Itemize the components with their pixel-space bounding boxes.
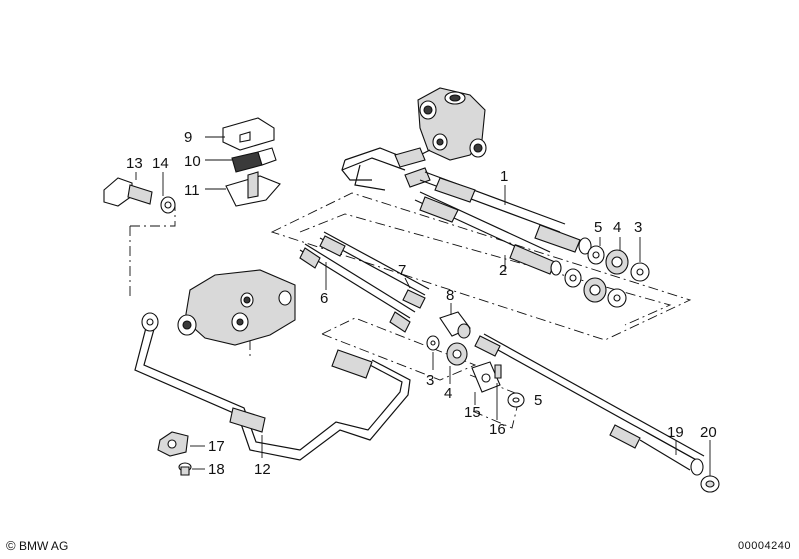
callout-9: 9	[184, 129, 192, 146]
callout-20: 20	[700, 424, 717, 441]
clip-parts-9-11	[205, 117, 281, 207]
brake-lines-6-7	[299, 231, 430, 333]
callout-5: 5	[594, 219, 602, 236]
callout-4: 4	[613, 219, 621, 236]
copyright-icon: ©	[6, 538, 16, 553]
callout-15: 15	[464, 404, 481, 421]
copyright-text: BMW AG	[18, 539, 69, 553]
callout-11: 11	[184, 182, 200, 199]
callout-5-lower: 5	[534, 392, 542, 409]
adapter-and-washers	[426, 303, 471, 384]
callout-4-lower: 4	[444, 385, 452, 402]
brake-distributor	[417, 87, 487, 161]
callout-labels: 1 2 3 4 5 6 7 8 9 10 11 12 13 14 15 16 1…	[126, 129, 717, 478]
callout-1: 1	[500, 168, 508, 185]
callout-19: 19	[667, 424, 684, 441]
drawing-number: 00004240	[738, 540, 791, 552]
master-cylinder	[177, 269, 296, 346]
hose-lines-1-2	[341, 87, 592, 276]
callout-14: 14	[152, 155, 169, 172]
callout-7: 7	[398, 262, 406, 279]
banjo-bolt-13-14	[103, 172, 176, 214]
callout-3: 3	[634, 219, 642, 236]
copyright-notice: © BMW AG	[6, 538, 68, 553]
clip-17-screw-18	[157, 431, 205, 476]
callout-16: 16	[489, 421, 506, 438]
washer-nut-set-upper	[564, 237, 650, 308]
callout-13: 13	[126, 155, 143, 172]
callout-2: 2	[499, 262, 507, 279]
callout-18: 18	[208, 461, 225, 478]
callout-8: 8	[446, 287, 454, 304]
callout-12: 12	[254, 461, 271, 478]
callout-10: 10	[184, 153, 201, 170]
long-line-19-20	[474, 333, 720, 493]
brake-hose-12	[134, 312, 411, 461]
bracket-15-16	[471, 361, 525, 420]
callout-3-lower: 3	[426, 372, 434, 389]
callout-17: 17	[208, 438, 225, 455]
callout-6: 6	[320, 290, 328, 307]
